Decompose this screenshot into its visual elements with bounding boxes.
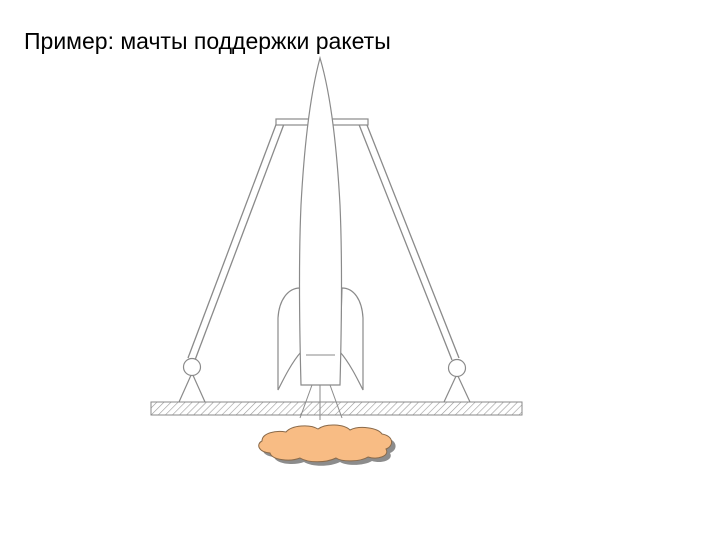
left-hinge-support <box>178 357 206 403</box>
rocket-exhaust <box>299 384 343 420</box>
left-mast <box>187 121 285 361</box>
right-mast <box>357 119 460 361</box>
slide-title: Пример: мачты поддержки ракеты <box>24 28 391 54</box>
exhaust-cloud <box>258 424 396 466</box>
rocket-left-fin <box>277 287 302 391</box>
rocket <box>277 55 364 420</box>
rocket-right-fin <box>339 287 364 391</box>
right-hinge-support <box>443 358 471 403</box>
right-hinge-joint <box>447 358 467 378</box>
left-hinge-joint <box>182 357 202 377</box>
rocket-fuselage <box>298 55 343 386</box>
